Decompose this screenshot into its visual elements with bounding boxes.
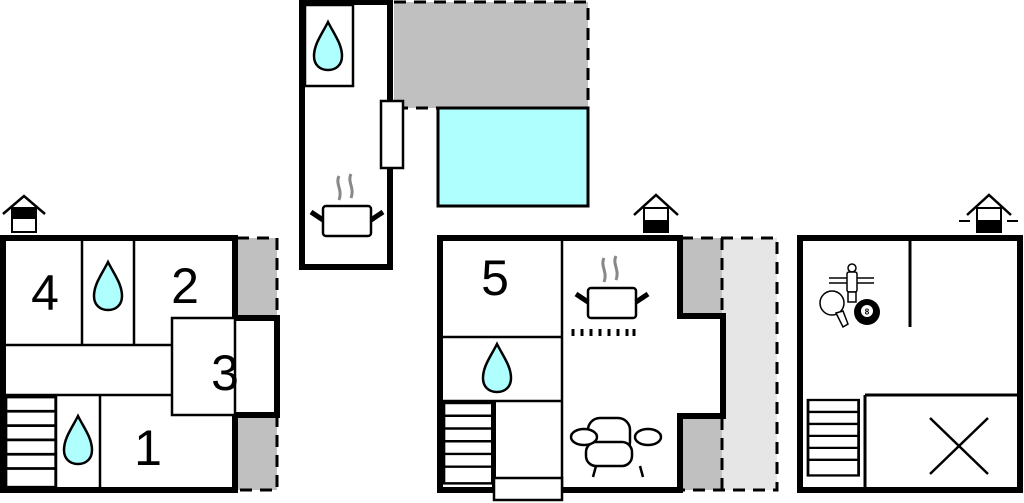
stair-landing [492, 476, 564, 502]
games-icon: 8 [819, 263, 880, 329]
floor-right: 8 [797, 193, 1023, 493]
floor-left: 4 2 3 1 [0, 194, 280, 493]
pool [436, 106, 590, 208]
entrance-icon [633, 193, 679, 233]
terrace-outline [681, 236, 779, 492]
room-1-label: 1 [134, 420, 162, 476]
annex-top [299, 0, 590, 270]
room-2-label: 2 [171, 258, 199, 314]
room-4-label: 4 [31, 265, 59, 321]
foosball-icon [829, 263, 874, 303]
void-cross [929, 417, 989, 475]
sofa-icon [569, 416, 663, 478]
stove-icon [571, 329, 636, 336]
entrance-icon [959, 193, 1018, 233]
terrace-outline [394, 0, 590, 110]
floor-middle: 5 [437, 193, 779, 502]
billiard-ball-icon: 8 [854, 299, 880, 325]
room-3-label: 3 [211, 345, 239, 401]
svg-text:8: 8 [865, 308, 870, 317]
room-5-label: 5 [481, 250, 509, 306]
stairs [4, 395, 58, 489]
entrance-icon [2, 194, 46, 233]
stairs [806, 398, 860, 477]
room-3 [170, 316, 237, 417]
table-tennis-icon [819, 290, 849, 329]
window-door [379, 99, 405, 170]
stairs [442, 401, 494, 485]
terrace-area-light [722, 238, 777, 490]
terrace-area [237, 238, 277, 320]
terrace-area [394, 2, 588, 108]
terrace-area [237, 415, 277, 490]
